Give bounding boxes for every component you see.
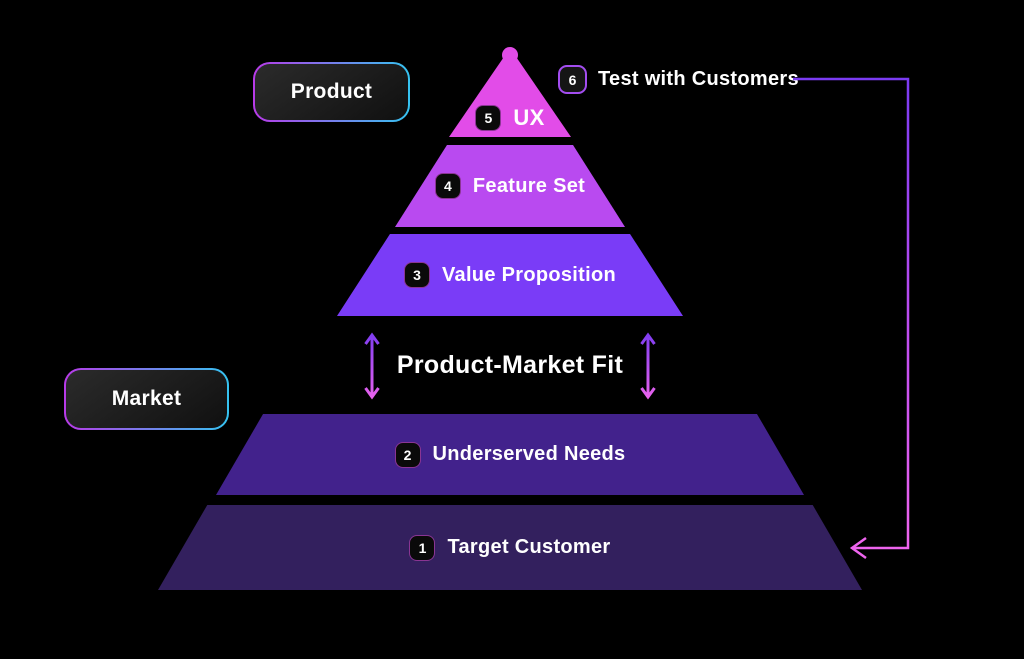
- layer-label-row: 3 Value Proposition: [403, 262, 617, 288]
- step-badge-6: 6: [558, 65, 587, 94]
- product-chip-label: Product: [290, 80, 373, 103]
- feedback-loop-arrow: [793, 77, 910, 560]
- market-chip-label: Market: [111, 387, 182, 410]
- step-badge-1: 1: [409, 534, 436, 561]
- layer-label-value-proposition: Value Proposition: [441, 263, 617, 286]
- pyramid-layer-ux: 5 UX: [449, 48, 571, 137]
- pyramid-layer-target-customer: 1 Target Customer: [158, 505, 862, 590]
- pyramid-layer-feature-set: 4 Feature Set: [395, 145, 625, 227]
- layer-label-row: 5 UX: [475, 105, 544, 131]
- product-market-fit-label: Product-Market Fit: [396, 351, 624, 379]
- annotation-label: Test with Customers: [598, 68, 799, 90]
- step-badge-4: 4: [434, 173, 461, 199]
- market-chip: Market: [64, 368, 229, 430]
- test-with-customers-annotation: 6 Test with Customers: [558, 65, 799, 94]
- layer-label-target-customer: Target Customer: [447, 536, 611, 558]
- layer-label-underserved-needs: Underserved Needs: [432, 443, 626, 465]
- step-badge-3: 3: [403, 262, 430, 288]
- step-badge-2: 2: [394, 441, 421, 468]
- product-chip: Product: [253, 62, 410, 122]
- pyramid-layer-value-proposition: 3 Value Proposition: [337, 234, 683, 316]
- double-arrow-icon: [364, 332, 380, 400]
- layer-label-feature-set: Feature Set: [472, 174, 586, 197]
- layer-label-row: 1 Target Customer: [409, 534, 611, 561]
- layer-label-ux: UX: [513, 105, 545, 130]
- pyramid-layer-underserved-needs: 2 Underserved Needs: [216, 414, 804, 495]
- layer-label-row: 4 Feature Set: [434, 173, 586, 199]
- layer-label-row: 2 Underserved Needs: [394, 441, 626, 468]
- double-arrow-icon: [640, 332, 656, 400]
- step-badge-5: 5: [475, 105, 502, 131]
